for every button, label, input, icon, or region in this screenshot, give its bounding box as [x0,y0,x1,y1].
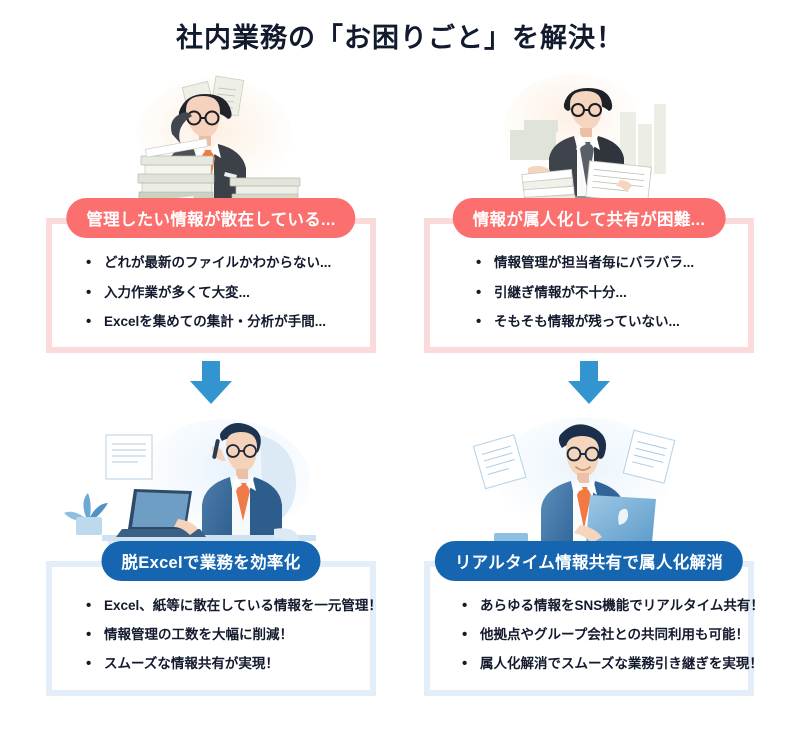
solution-banner-1: 脱Excelで業務を効率化 [101,541,321,582]
solution-body-1: Excel、紙等に散在している情報を一元管理！ 情報管理の工数を大幅に削減！ ス… [46,561,382,696]
problem-row: 管理したい情報が散在している... どれが最新のファイルかわからない... 入力… [0,68,800,354]
page-title: 社内業務の「お困りごと」を解決！ [176,23,624,53]
solution-bullets-1: Excel、紙等に散在している情報を一元管理！ 情報管理の工数を大幅に削減！ ス… [62,596,382,675]
problem-card-1: 管理したい情報が散在している... どれが最新のファイルかわからない... 入力… [46,68,376,354]
list-item: 他拠点やグループ会社との共同利用も可能！ [462,625,749,645]
solution-body-2: あらゆる情報をSNS機能でリアルタイム共有！ 他拠点やグループ会社との共同利用も… [424,561,764,696]
solution-row: 脱Excelで業務を効率化 Excel、紙等に散在している情報を一元管理！ 情報… [0,411,800,696]
list-item: Excel、紙等に散在している情報を一元管理！ [86,596,382,616]
problem-box-2: 情報が属人化して共有が困難... 情報管理が担当者毎にバラバラ... 引継ぎ情報… [424,198,754,354]
problem-banner-2: 情報が属人化して共有が困難... [452,198,726,239]
list-item: 属人化解消でスムーズな業務引き継ぎを実現！ [462,654,763,674]
solution-box-2: リアルタイム情報共有で属人化解消 あらゆる情報をSNS機能でリアルタイム共有！ … [424,541,764,696]
solution-box-1: 脱Excelで業務を効率化 Excel、紙等に散在している情報を一元管理！ 情報… [46,541,382,696]
list-item: Excelを集めての集計・分析が手間... [86,312,360,332]
solution-card-1: 脱Excelで業務を効率化 Excel、紙等に散在している情報を一元管理！ 情報… [46,411,382,696]
solution-bullets-2: あらゆる情報をSNS機能でリアルタイム共有！ 他拠点やグループ会社との共同利用も… [440,596,764,675]
down-arrow-right-icon [568,361,610,405]
list-item: 入力作業が多くて大変... [86,283,360,303]
list-item: 引継ぎ情報が不十分... [476,283,738,303]
businessman-holding-documents-illustration [424,68,754,219]
solution-card-2: リアルタイム情報共有で属人化解消 あらゆる情報をSNS機能でリアルタイム共有！ … [424,411,764,696]
stressed-businessman-with-paper-stacks-illustration [46,68,376,219]
arrow-row [0,361,800,405]
list-item: 情報管理が担当者毎にバラバラ... [476,253,738,273]
list-item: スムーズな情報共有が実現！ [86,654,360,674]
businessman-working-on-laptop-illustration [46,411,376,562]
solution-banner-2: リアルタイム情報共有で属人化解消 [434,541,744,582]
problem-bullets-2: 情報管理が担当者毎にバラバラ... 引継ぎ情報が不十分... そもそも情報が残っ… [440,253,738,332]
list-item: あらゆる情報をSNS機能でリアルタイム共有！ [462,596,764,616]
down-arrow-left-icon [190,361,232,405]
problem-banner-1: 管理したい情報が散在している... [66,198,356,239]
arrow-slot-right [424,361,754,405]
problem-body-1: どれが最新のファイルかわからない... 入力作業が多くて大変... Excelを… [46,218,376,354]
problem-body-2: 情報管理が担当者毎にバラバラ... 引継ぎ情報が不十分... そもそも情報が残っ… [424,218,754,354]
problem-bullets-1: どれが最新のファイルかわからない... 入力作業が多くて大変... Excelを… [62,253,360,332]
list-item: そもそも情報が残っていない... [476,312,738,332]
list-item: どれが最新のファイルかわからない... [86,253,360,273]
list-item: 情報管理の工数を大幅に削減！ [86,625,360,645]
problem-box-1: 管理したい情報が散在している... どれが最新のファイルかわからない... 入力… [46,198,376,354]
smiling-businessman-with-laptop-and-documents-illustration [424,411,754,562]
arrow-slot-left [46,361,376,405]
problem-card-2: 情報が属人化して共有が困難... 情報管理が担当者毎にバラバラ... 引継ぎ情報… [424,68,754,354]
